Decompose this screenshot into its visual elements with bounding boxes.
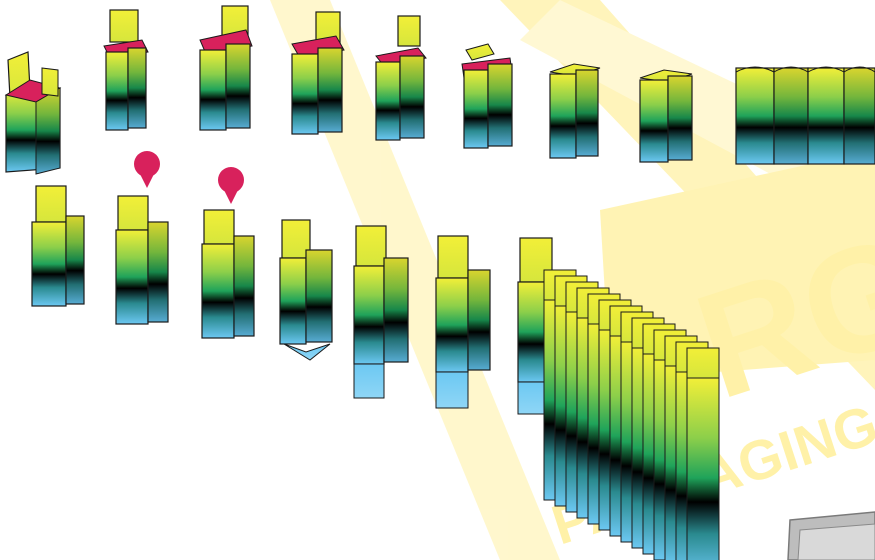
carton-step-7: [549, 63, 601, 159]
carton-b5: [353, 225, 409, 399]
carton-b4: [279, 219, 333, 361]
carton-step-5: [375, 15, 427, 141]
location-pin-1: [134, 151, 160, 188]
carton-step-6: [461, 43, 513, 149]
carton-step-2: [103, 9, 149, 131]
carton-step-8: [639, 69, 693, 163]
carton-step-3: [199, 5, 253, 131]
shipper-box-corner: [787, 511, 875, 560]
carton-step-1: [4, 51, 62, 175]
carton-stack: [543, 269, 720, 560]
carton-step-4: [291, 11, 345, 135]
carton-b2: [115, 195, 169, 325]
carton-b6: [435, 235, 491, 409]
carton-b3: [201, 209, 255, 339]
watermark-block: [600, 150, 875, 380]
watermark-beam-1: [270, 0, 560, 560]
carton-row-closed: [735, 66, 875, 165]
location-pin-2: [218, 167, 244, 204]
stacked-carton: [686, 347, 720, 560]
carton-b1: [31, 185, 85, 307]
